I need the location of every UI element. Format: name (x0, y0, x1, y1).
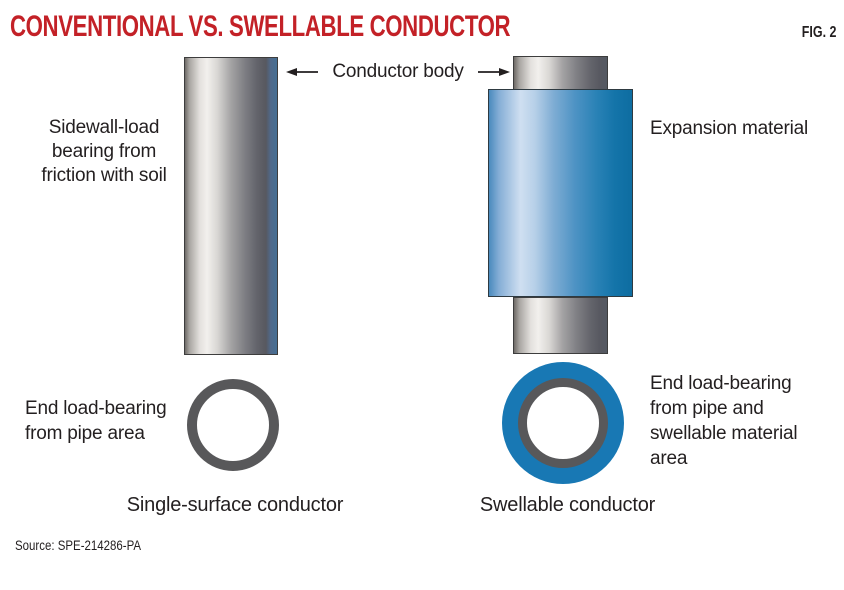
source-note: Source: SPE-214286-PA (15, 538, 142, 553)
figure-title: CONVENTIONAL VS. SWELLABLE CONDUCTOR (10, 10, 511, 43)
figure-number: FIG. 2 (801, 24, 836, 41)
expansion-material-body (488, 89, 633, 297)
arrow-left-icon (286, 68, 318, 76)
expansion-material-label: Expansion material (650, 118, 808, 139)
conventional-conductor-cylinder (184, 57, 278, 355)
swellable-pipe-top (513, 56, 608, 91)
swellable-cross-section-ring (518, 378, 608, 468)
swellable-pipe-bottom (513, 297, 608, 354)
arrow-right-icon (478, 68, 510, 76)
conventional-cross-section-ring (187, 379, 279, 471)
sidewall-load-label: Sidewall-load bearing from friction with… (41, 117, 167, 186)
end-load-right-label: End load-bearing from pipe and swellable… (650, 373, 798, 469)
end-load-left-label: End load-bearing from pipe area (25, 398, 167, 444)
caption-swellable-conductor: Swellable conductor (479, 494, 656, 516)
caption-single-surface-conductor: Single-surface conductor (126, 494, 344, 516)
conductor-body-callout: Conductor body (286, 61, 510, 83)
conductor-body-label: Conductor body (332, 61, 464, 82)
